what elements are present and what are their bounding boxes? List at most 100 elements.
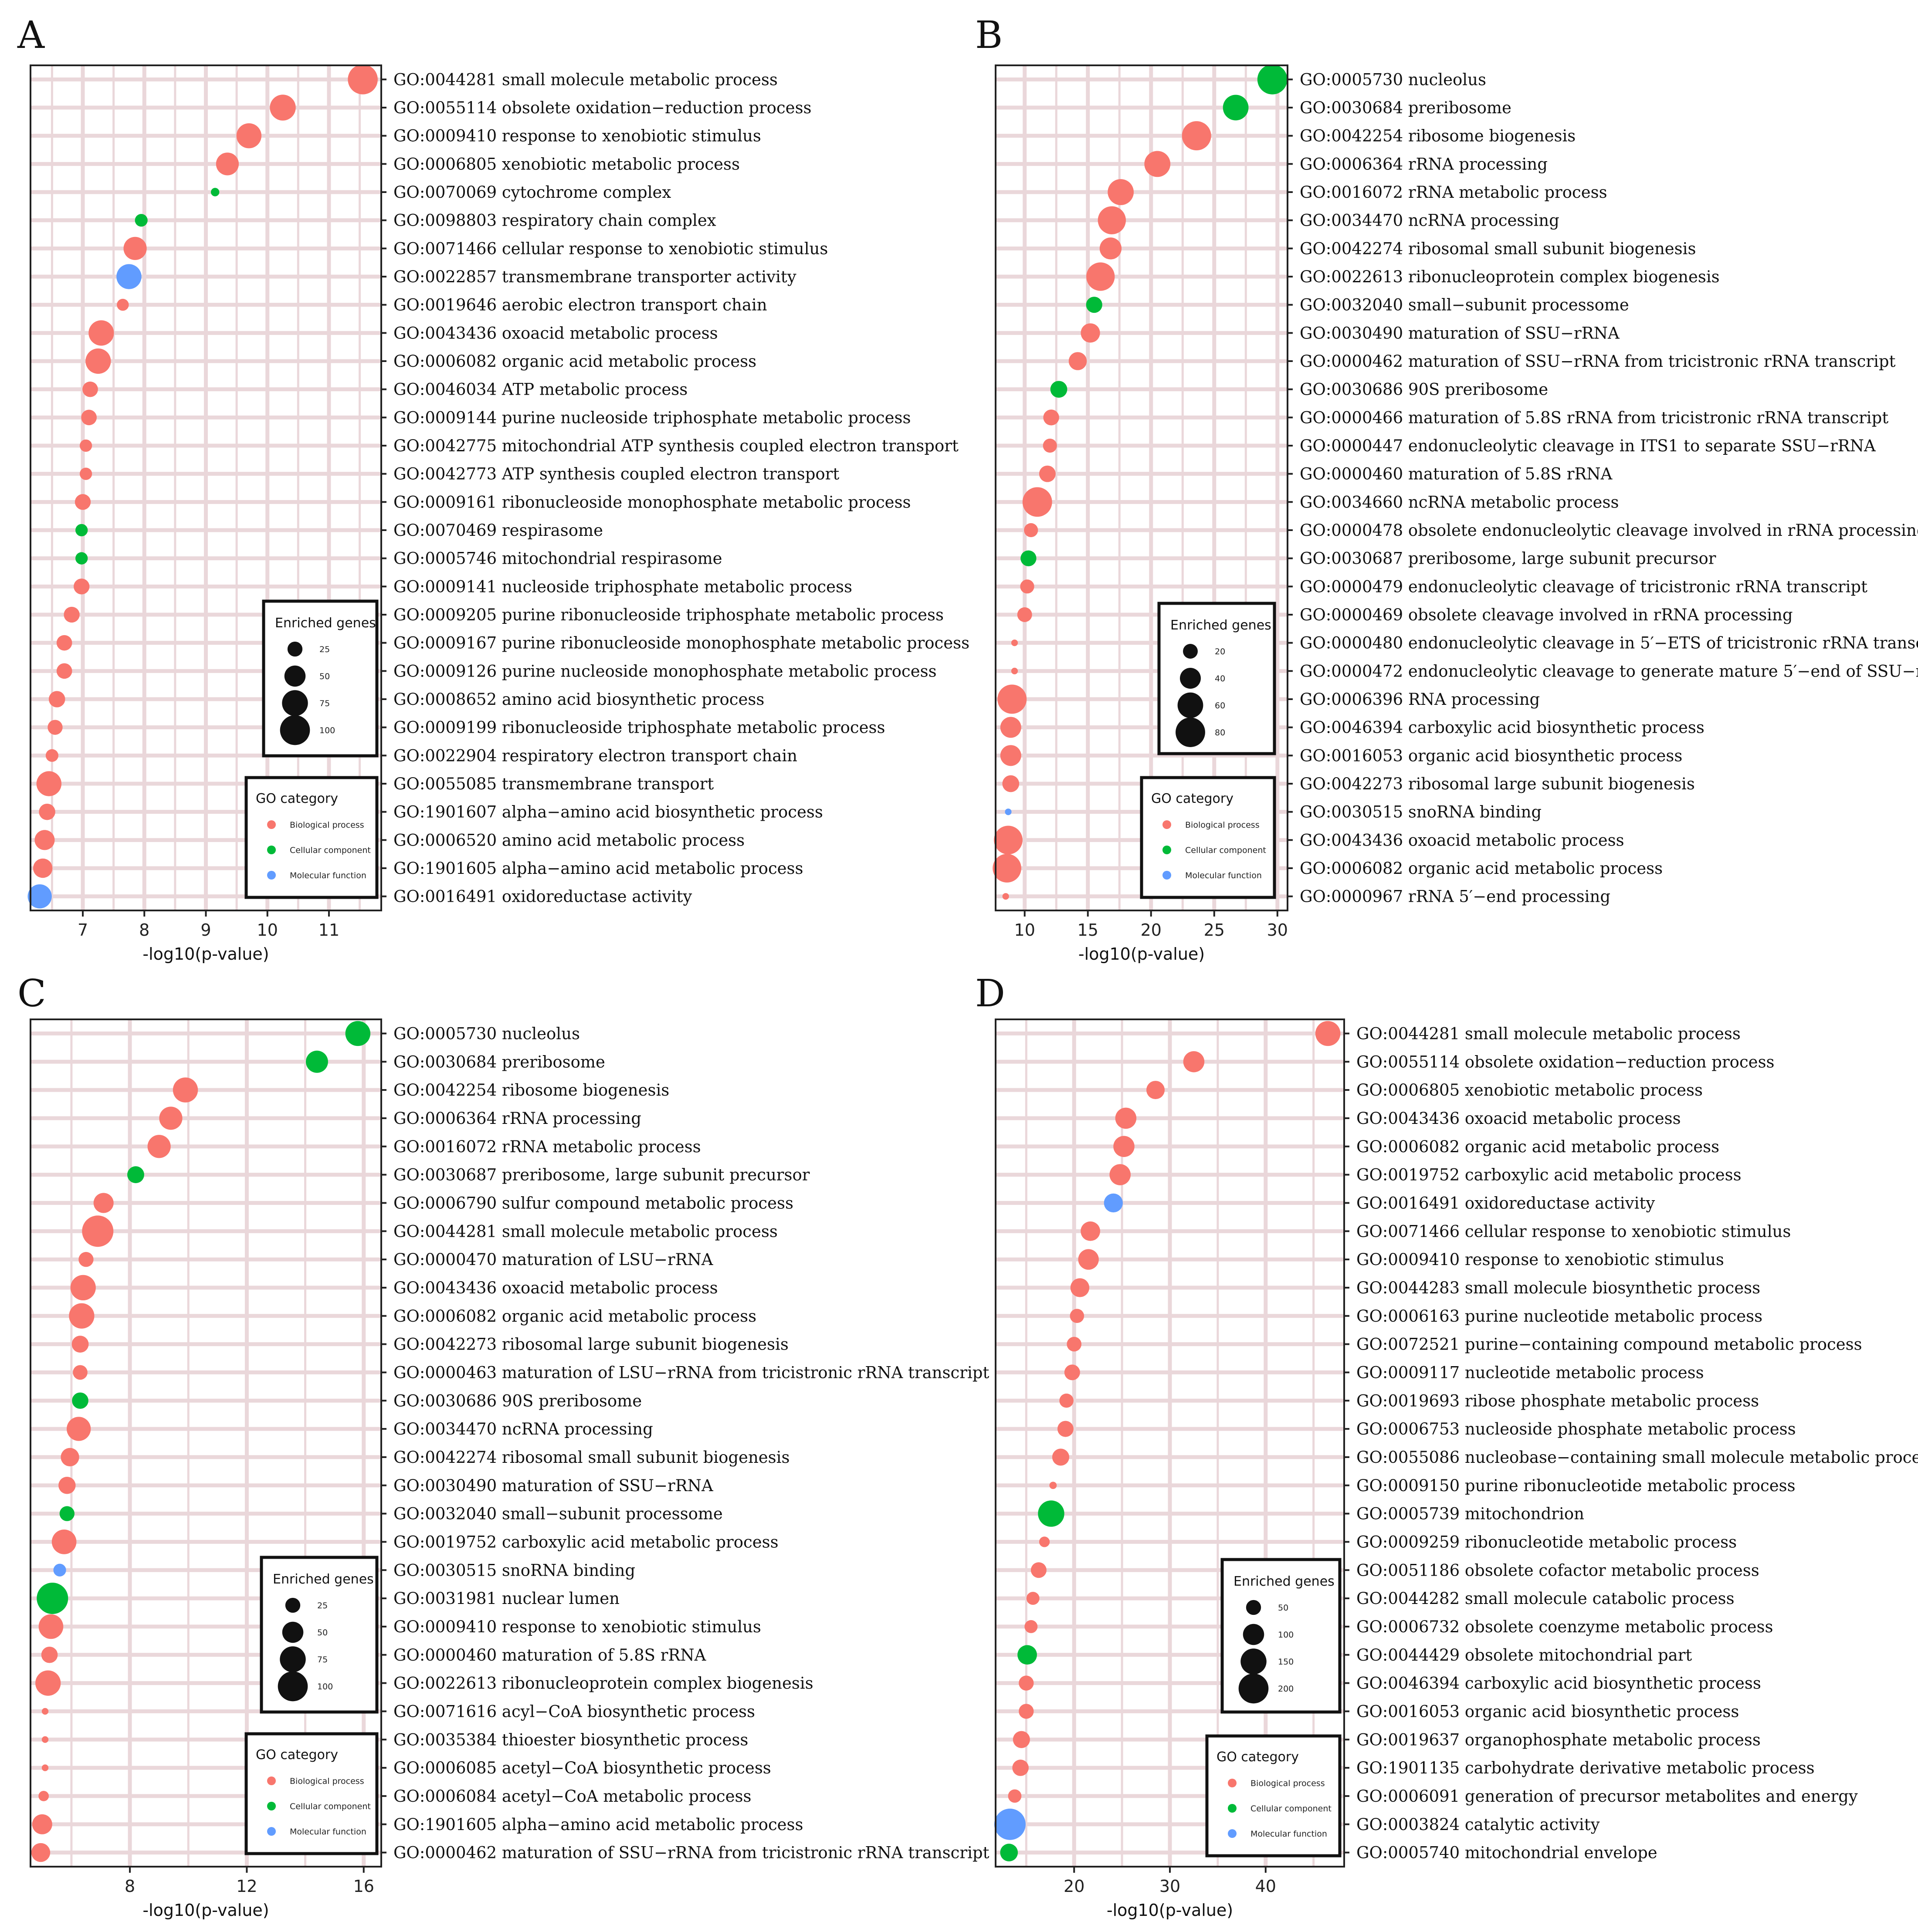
point [75, 524, 88, 537]
panel-letter: A [17, 14, 45, 57]
y-tick-label: GO:0030515 snoRNA binding [393, 1561, 635, 1580]
point [41, 1646, 58, 1663]
points [994, 1021, 1341, 1861]
point [1017, 607, 1032, 622]
x-axis-title: -log10(p-value) [1107, 1901, 1233, 1920]
point [35, 1670, 61, 1696]
x-tick-label: 20 [1141, 920, 1162, 940]
y-tick-label: GO:0006163 purine nucleotide metabolic p… [1356, 1307, 1762, 1326]
y-tick-label: GO:0000470 maturation of LSU−rRNA [393, 1250, 714, 1269]
y-tick-label: GO:0006396 RNA processing [1300, 690, 1540, 709]
y-tick-label: GO:0006753 nucleoside phosphate metaboli… [1356, 1420, 1796, 1438]
y-tick-label: GO:0006082 organic acid metabolic proces… [1356, 1137, 1719, 1156]
point [1019, 1675, 1034, 1691]
point [1183, 1051, 1205, 1073]
y-tick-label: GO:0016053 organic acid biosynthetic pro… [1356, 1702, 1739, 1721]
x-tick-label: 8 [139, 920, 149, 940]
y-tick-label: GO:0044281 small molecule metabolic proc… [393, 1222, 778, 1241]
point [236, 123, 262, 149]
y-tick-label: GO:0009410 response to xenobiotic stimul… [1356, 1250, 1724, 1269]
point [1049, 1482, 1057, 1489]
category-legend-swatch [1162, 871, 1171, 880]
y-tick-label: GO:0005730 nucleolus [393, 1024, 580, 1043]
y-tick-label: GO:0030490 maturation of SSU−rRNA [1300, 324, 1620, 342]
y-tick-label: GO:0000466 maturation of 5.8S rRNA from … [1300, 408, 1888, 427]
category-legend-swatch [1228, 1829, 1237, 1838]
x-tick-label: 9 [200, 920, 211, 940]
y-tick-label: GO:0035384 thioester biosynthetic proces… [393, 1730, 748, 1749]
x-tick-label: 8 [125, 1877, 135, 1896]
size-legend-swatch [1176, 717, 1205, 747]
y-tick-label: GO:0009126 purine nucleoside monophospha… [393, 662, 937, 680]
size-legend-label: 60 [1215, 701, 1225, 711]
y-tick-label: GO:0044283 small molecule biosynthetic p… [1356, 1279, 1760, 1297]
y-tick-label: GO:0006805 xenobiotic metabolic process [1356, 1081, 1703, 1100]
y-tick-label: GO:0072521 purine−containing compound me… [1356, 1335, 1862, 1354]
point [41, 1708, 49, 1715]
point [41, 1736, 49, 1743]
y-tick-label: GO:0005739 mitochondrion [1356, 1505, 1584, 1523]
size-legend-label: 75 [317, 1655, 328, 1665]
point [39, 803, 55, 820]
point [159, 1106, 183, 1130]
point [59, 1506, 75, 1521]
y-tick-label: GO:0008652 amino acid biosynthetic proce… [393, 690, 764, 709]
point [993, 854, 1021, 883]
point [1011, 667, 1018, 674]
y-tick-label: GO:0044282 small molecule catabolic proc… [1356, 1589, 1735, 1608]
point [75, 494, 91, 510]
size-legend-swatch [284, 665, 306, 687]
size-legend-swatch [1240, 1648, 1267, 1675]
point [1081, 1221, 1100, 1241]
point [69, 1303, 95, 1329]
point [123, 237, 147, 260]
point [33, 858, 53, 878]
point [1078, 1249, 1099, 1270]
x-tick-label: 10 [1014, 920, 1035, 940]
size-legend-label: 50 [319, 672, 330, 681]
size-legend-title: Enriched genes [273, 1572, 374, 1587]
category-legend-label: Biological process [1185, 820, 1260, 830]
y-tick-label: GO:0006732 obsolete coenzyme metabolic p… [1356, 1617, 1773, 1636]
point [1315, 1021, 1341, 1046]
y-tick-label: GO:0019752 carboxylic acid metabolic pro… [1356, 1166, 1742, 1184]
y-tick-label: GO:0016072 rRNA metabolic process [393, 1137, 701, 1156]
point [1024, 523, 1038, 538]
point [34, 830, 55, 850]
size-legend-swatch [1246, 1600, 1261, 1615]
point [116, 264, 142, 289]
y-tick-label: GO:0046394 carboxylic acid biosynthetic … [1300, 718, 1705, 737]
category-legend-label: Molecular function [290, 871, 366, 880]
x-tick-label: 10 [257, 920, 278, 940]
panel-a: AGO:0044281 small molecule metabolic pro… [17, 14, 969, 964]
point [1002, 893, 1009, 900]
point [117, 298, 129, 311]
point [82, 381, 98, 397]
size-legend-label: 50 [1278, 1603, 1288, 1613]
y-tick-label: GO:0006085 acetyl−CoA biosynthetic proce… [393, 1759, 771, 1777]
size-legend-label: 100 [317, 1682, 333, 1692]
point [72, 1392, 88, 1409]
y-tick-label: GO:0016491 oxidoreductase activity [393, 887, 692, 906]
size-legend-label: 150 [1278, 1657, 1294, 1667]
y-tick-label: GO:0006790 sulfur compound metabolic pro… [393, 1194, 793, 1212]
point [1030, 1562, 1047, 1578]
category-legend-swatch [267, 871, 276, 880]
x-tick-label: 20 [1064, 1877, 1084, 1896]
y-tick-label: GO:1901605 alpha−amino acid metabolic pr… [393, 1815, 803, 1834]
y-tick-label: GO:0042273 ribosomal large subunit bioge… [393, 1335, 789, 1354]
point [997, 684, 1027, 714]
y-tick-label: GO:0032040 small−subunit processome [393, 1505, 723, 1523]
y-labels: GO:0044281 small molecule metabolic proc… [1344, 1024, 1918, 1862]
y-tick-label: GO:0071616 acyl−CoA biosynthetic process [393, 1702, 755, 1721]
category-legend-label: Biological process [290, 820, 364, 830]
point [1052, 1448, 1070, 1466]
y-tick-label: GO:0016072 rRNA metabolic process [1300, 183, 1607, 202]
size-legend-swatch [285, 1597, 301, 1613]
y-tick-label: GO:0000462 maturation of SSU−rRNA from t… [1300, 352, 1896, 371]
size-legend-swatch [280, 715, 310, 745]
category-legend-swatch [267, 1776, 276, 1785]
